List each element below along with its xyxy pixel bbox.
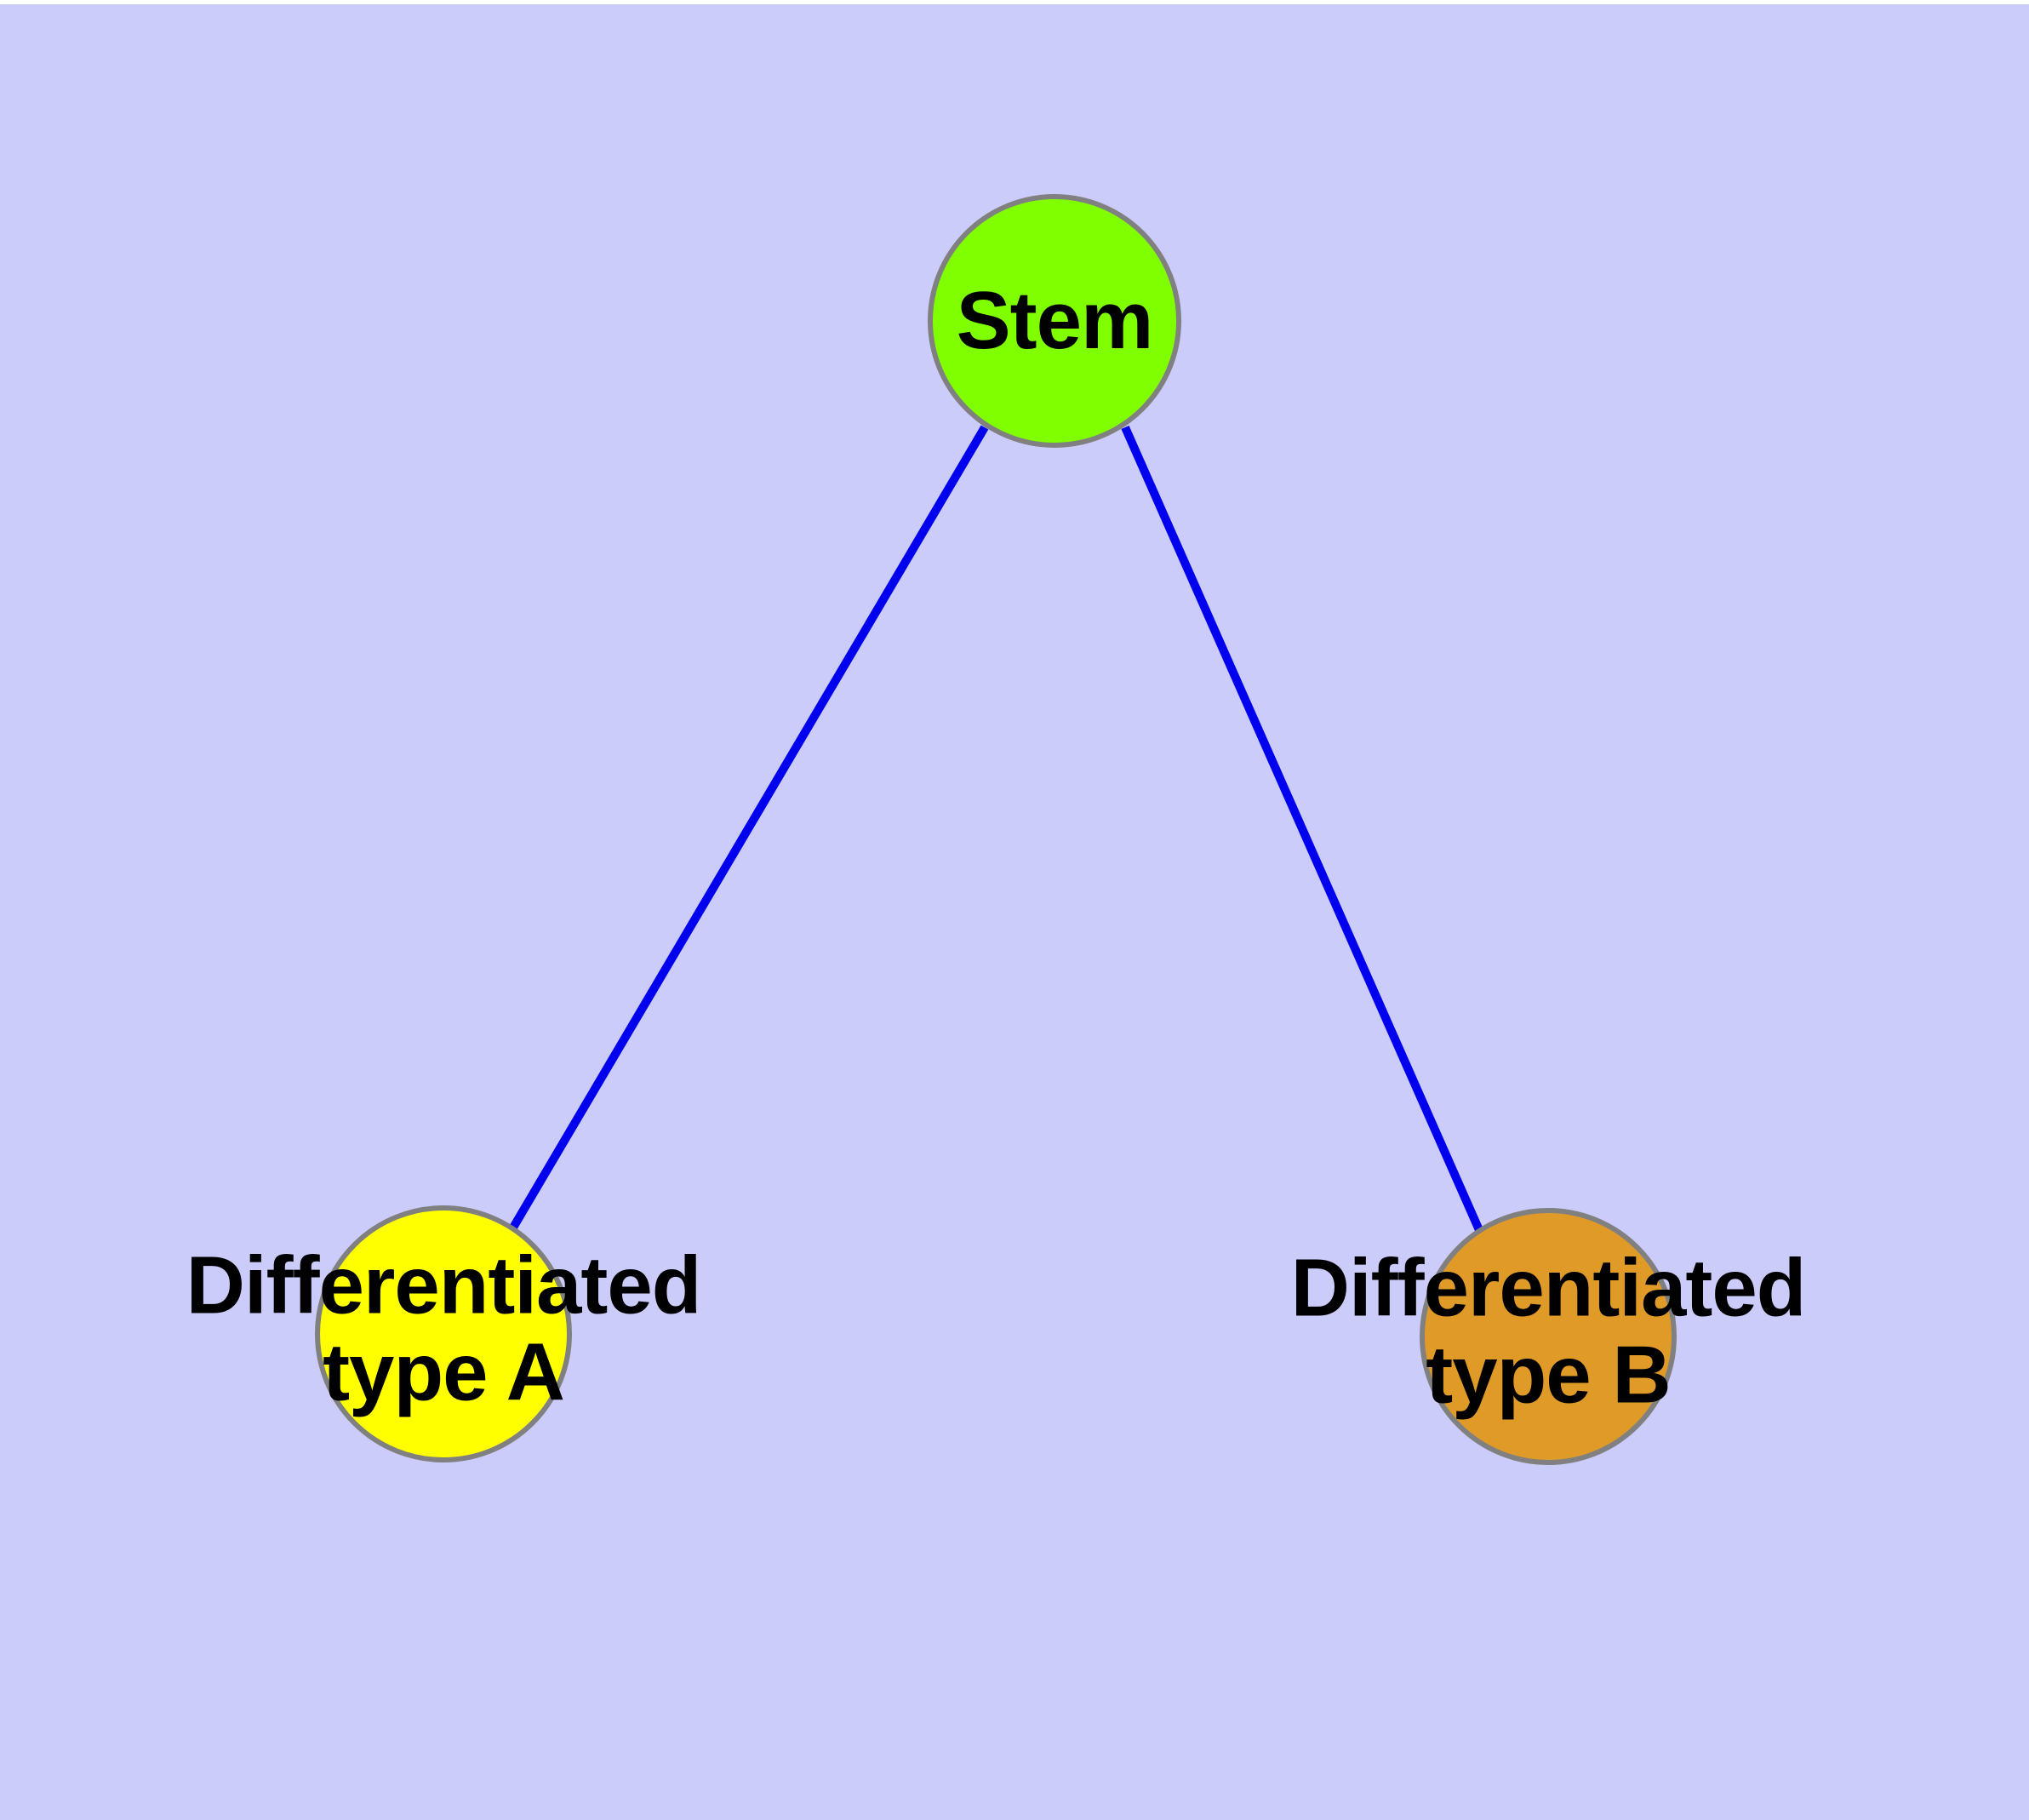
edge-stem-to-diff-b (1121, 425, 1483, 1233)
edge-layer (509, 425, 1483, 1233)
node-differentiated-type-a[interactable] (315, 1205, 572, 1462)
node-differentiated-type-b[interactable] (1420, 1208, 1677, 1465)
node-stem[interactable] (928, 194, 1181, 448)
node-layer (315, 194, 1677, 1465)
graph-svg (315, 194, 1677, 1465)
plot-background: Stem Differentiated type A Differentiate… (0, 4, 2029, 1820)
edge-stem-to-diff-a (509, 425, 989, 1230)
